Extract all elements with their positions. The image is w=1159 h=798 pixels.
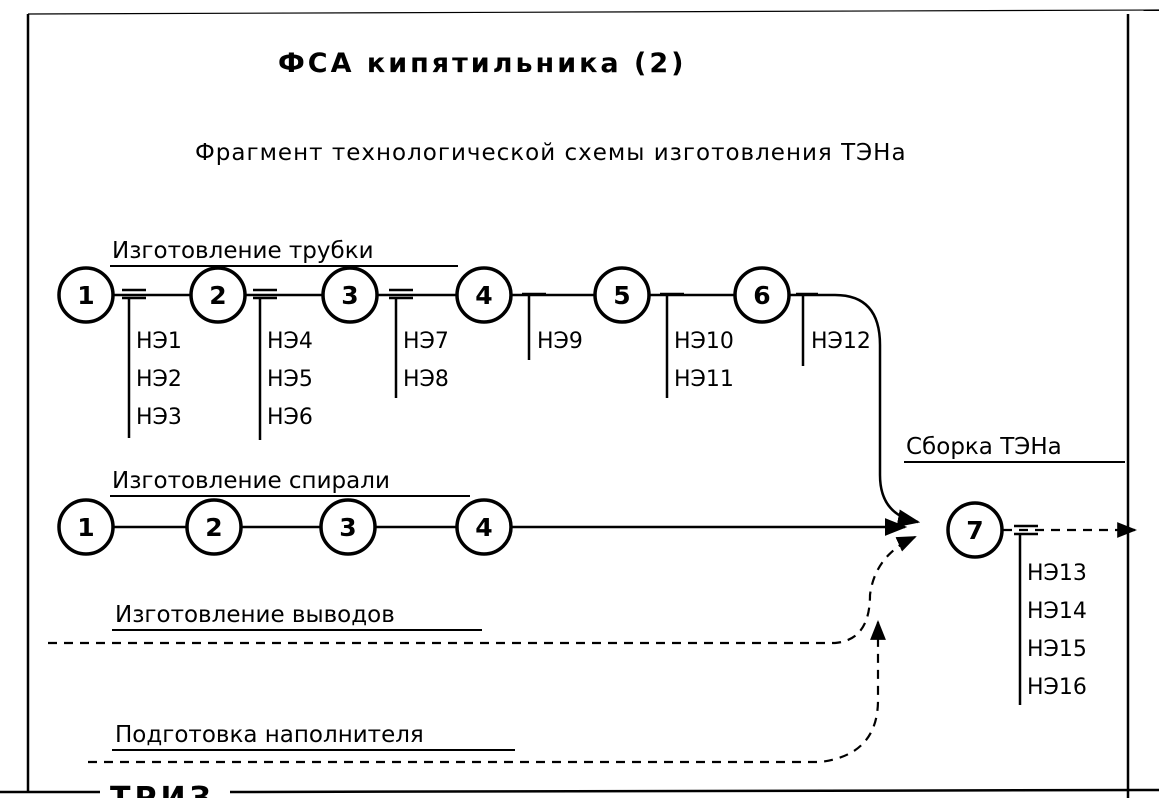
ne-label: НЭ3 [136,405,182,430]
spiral-node-1-label: 1 [77,513,94,542]
assembly-section-label: Сборка ТЭНа [906,434,1062,460]
ne-label: НЭ16 [1027,675,1087,700]
spiral-node-4: 4 [455,498,513,556]
ne-label: НЭ5 [267,367,313,392]
ne-label: НЭ1 [136,329,182,354]
tube-node-1: 1 [57,266,115,324]
spiral-node-4-label: 4 [475,513,492,542]
spiral-node-2: 2 [185,498,243,556]
page-title: ФСА кипятильника (2) [278,48,687,79]
page-frame [0,9,1159,798]
spiral-node-3-label: 3 [339,513,356,542]
ne-group-4: НЭ9 [522,292,583,360]
ne-label: НЭ6 [267,405,313,430]
page-subtitle: Фрагмент технологической схемы изготовле… [195,140,907,166]
tube-node-3: 3 [321,266,379,324]
tube-to-assembly-line [790,293,921,528]
tube-node-6: 6 [733,266,791,324]
tube-node-4-label: 4 [475,281,492,310]
spiral-node-1: 1 [57,498,115,556]
ne-label: НЭ11 [674,367,734,392]
ne-label: НЭ2 [136,367,182,392]
ne-group-6: НЭ12 [796,292,871,366]
leads-section-label: Изготовление выводов [115,602,395,628]
ne-label: НЭ10 [674,329,734,354]
spiral-node-3: 3 [319,498,377,556]
spiral-section-label: Изготовление спирали [112,468,390,494]
tube-section-label: Изготовление трубки [112,238,374,264]
spiral-node-2-label: 2 [205,513,222,542]
tube-node-4: 4 [455,266,513,324]
ne-label: НЭ14 [1027,599,1087,624]
assembly-node-7: 7 [946,501,1004,559]
leads-to-assembly-line [48,535,917,645]
ne-label: НЭ4 [267,329,313,354]
tube-node-2-label: 2 [209,281,226,310]
filler-to-assembly-line [88,620,886,764]
ne-label: НЭ7 [403,329,449,354]
tube-node-2: 2 [189,266,247,324]
ne-label: НЭ9 [537,329,583,354]
assembly-node-7-label: 7 [966,516,983,545]
ne-label: НЭ15 [1027,637,1087,662]
ne-label: НЭ8 [403,367,449,392]
tube-node-5-label: 5 [613,281,630,310]
filler-section-label: Подготовка наполнителя [115,722,424,748]
ne-label: НЭ12 [811,329,871,354]
ne-group-5: НЭ10 НЭ11 [660,292,734,398]
ne-group-1: НЭ1 НЭ2 НЭ3 [122,288,182,438]
ne-label: НЭ13 [1027,561,1087,586]
tube-node-6-label: 6 [753,281,770,310]
footer-fragment: ТРИЗ [110,781,215,798]
tube-node-1-label: 1 [77,281,94,310]
ne-group-7: НЭ13 НЭ14 НЭ15 НЭ16 [1014,524,1087,705]
ne-group-2: НЭ4 НЭ5 НЭ6 [253,288,313,440]
ne-group-3: НЭ7 НЭ8 [389,288,449,398]
tube-node-3-label: 3 [341,281,358,310]
tube-node-5: 5 [593,266,651,324]
